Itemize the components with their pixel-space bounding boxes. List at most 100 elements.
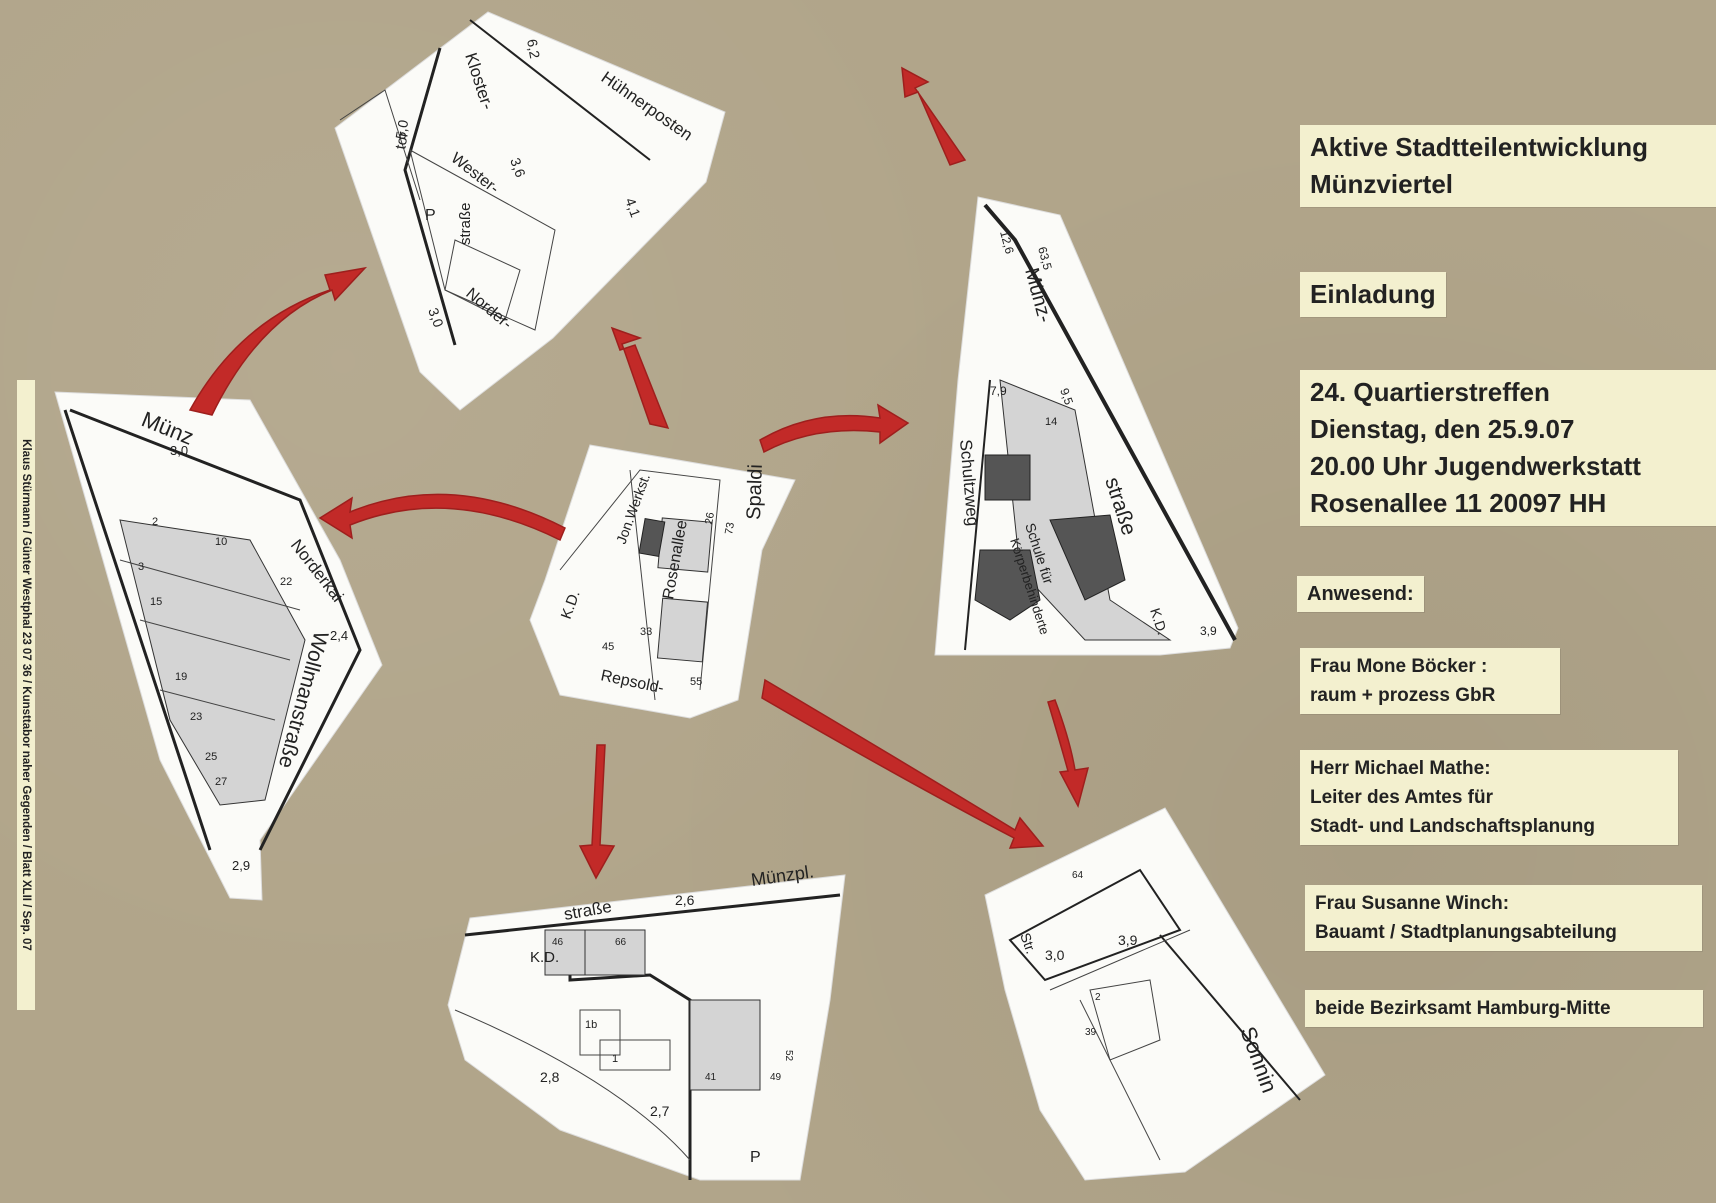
map-label-parking: P bbox=[425, 207, 436, 224]
arrows bbox=[188, 66, 1090, 880]
map-center-street-1 bbox=[559, 469, 721, 691]
map-br-block bbox=[1008, 868, 1182, 982]
map-center-dark-block bbox=[638, 517, 666, 558]
map-number-14: 14 bbox=[1045, 416, 1057, 428]
map-number-23: 23 bbox=[190, 711, 202, 723]
map-br-street-1 bbox=[1159, 934, 1301, 1101]
map-paper-top bbox=[334, 11, 726, 411]
map-number-45: 45 bbox=[602, 641, 614, 653]
person2-label: Herr Michael Mathe: Leiter des Amtes für… bbox=[1300, 750, 1678, 845]
map-label-spaldi: Spaldi bbox=[743, 464, 767, 520]
map-number-7-9: 7,9 bbox=[990, 384, 1007, 398]
map-number-63-5: 63,5 bbox=[1035, 245, 1055, 271]
title-line-2: Münzviertel bbox=[1310, 169, 1454, 199]
map-right-dark-block-1 bbox=[984, 454, 1031, 501]
map-left-edge-1 bbox=[63, 409, 212, 851]
map-number-19: 19 bbox=[175, 671, 187, 683]
map-number-3-9-right: 3,9 bbox=[1200, 624, 1217, 638]
map-br-building bbox=[1089, 979, 1161, 1061]
map-number-2-9: 2,9 bbox=[232, 858, 250, 873]
map-number-39: 39 bbox=[1085, 1027, 1097, 1038]
side-credit-strip bbox=[17, 380, 35, 1010]
einladung-label: Einladung bbox=[1300, 272, 1446, 317]
map-number-49: 49 bbox=[770, 1072, 782, 1083]
map-bottom-curve bbox=[454, 1009, 691, 1161]
map-fragment-left: Münz Norderkai Wollmanstraße 2 10 3 15 2… bbox=[54, 391, 383, 901]
map-paper-center bbox=[529, 444, 796, 719]
person2-line-1: Herr Michael Mathe: bbox=[1310, 758, 1491, 779]
person1-label: Frau Mone Böcker : raum + prozess GbR bbox=[1300, 648, 1560, 714]
map-number-55: 55 bbox=[690, 676, 702, 688]
map-fragment-top: Hühnerposten Kloster- tor Wester- straße… bbox=[334, 11, 726, 411]
meeting-line-2: Dienstag, den 25.9.07 bbox=[1310, 414, 1575, 444]
person3-line-2: Bauamt / Stadtplanungsabteilung bbox=[1315, 922, 1617, 943]
map-right-edge-1 bbox=[983, 203, 1237, 641]
side-credit-text: Klaus Stürmann / Günter Westphal 23 07 3… bbox=[20, 439, 32, 951]
map-number-22: 22 bbox=[280, 576, 292, 588]
person2-line-3: Stadt- und Landschaftsplanung bbox=[1310, 816, 1595, 837]
einladung-text: Einladung bbox=[1310, 279, 1436, 309]
map-number-2-br: 2 bbox=[1095, 992, 1101, 1003]
map-paper-right bbox=[934, 196, 1239, 656]
person3-line-1: Frau Susanne Winch: bbox=[1315, 893, 1510, 914]
map-left-edge-2 bbox=[69, 408, 362, 851]
map-number-12-6: 12,6 bbox=[997, 229, 1017, 255]
meeting-label: 24. Quartierstreffen Dienstag, den 25.9.… bbox=[1300, 370, 1716, 526]
map-number-73: 73 bbox=[723, 521, 737, 535]
map-street-top-3 bbox=[339, 89, 421, 201]
map-number-26: 26 bbox=[703, 511, 717, 525]
map-number-4-1: 4,1 bbox=[622, 196, 644, 220]
map-center-block-2 bbox=[656, 597, 709, 663]
arrow-center-down bbox=[578, 744, 616, 880]
map-bottom-block-1 bbox=[544, 929, 586, 976]
map-left-block-area bbox=[119, 519, 306, 806]
map-number-2-7: 2,7 bbox=[650, 1103, 670, 1119]
anwesend-text: Anwesend: bbox=[1307, 583, 1414, 605]
map-number-46: 46 bbox=[552, 937, 564, 948]
map-left-line-2 bbox=[139, 619, 291, 661]
map-street-top-1 bbox=[403, 47, 457, 346]
meeting-line-4: Rosenallee 11 20097 HH bbox=[1310, 488, 1607, 518]
map-number-27: 27 bbox=[215, 776, 227, 788]
map-paper-bottom-right bbox=[984, 807, 1326, 1181]
map-label-tor: tor bbox=[392, 130, 412, 150]
map-number-3-6: 3,6 bbox=[507, 156, 529, 180]
map-bottom-block-3 bbox=[689, 999, 761, 1091]
arrow-up-right-top bbox=[901, 66, 967, 166]
map-left-line-3 bbox=[159, 689, 276, 721]
arrow-center-to-right bbox=[759, 403, 910, 454]
map-number-2-6: 2,6 bbox=[675, 892, 695, 908]
map-br-street-3 bbox=[1079, 999, 1161, 1161]
map-bottom-block-2 bbox=[584, 929, 646, 976]
map-number-2: 2 bbox=[152, 516, 158, 528]
map-block-top-1 bbox=[409, 149, 556, 331]
person1-line-2: raum + prozess GbR bbox=[1310, 685, 1496, 706]
map-number-1: 1 bbox=[612, 1053, 618, 1065]
arrow-left-to-top bbox=[188, 266, 368, 416]
map-bottom-block-5 bbox=[599, 1039, 671, 1071]
person1-line-1: Frau Mone Böcker : bbox=[1310, 656, 1488, 677]
title-line-1: Aktive Stadtteilentwicklung bbox=[1310, 132, 1649, 162]
map-number-1b: 1b bbox=[585, 1019, 597, 1031]
person3-label: Frau Susanne Winch: Bauamt / Stadtplanun… bbox=[1305, 885, 1702, 951]
map-number-3-0-left: 3,0 bbox=[170, 443, 188, 458]
arrow-center-to-up bbox=[610, 326, 670, 430]
map-paper-bottom bbox=[447, 874, 846, 1181]
map-fragment-bottom-right: Str. Sonnin 3,0 3,9 64 2 39 bbox=[984, 807, 1326, 1181]
map-label-strasse: straße bbox=[457, 202, 474, 245]
footer-note-label: beide Bezirksamt Hamburg-Mitte bbox=[1305, 990, 1703, 1027]
map-number-15: 15 bbox=[150, 596, 162, 608]
map-street-top-2 bbox=[469, 19, 651, 161]
map-number-3: 3 bbox=[138, 561, 144, 573]
map-number-25: 25 bbox=[205, 751, 217, 763]
map-number-9-5: 9,5 bbox=[1057, 386, 1076, 407]
map-right-edge-2 bbox=[964, 379, 991, 651]
map-number-66: 66 bbox=[615, 937, 627, 948]
map-fragment-bottom: straße Münzpl. K.D. P 2,6 46 66 1b 1 2,8… bbox=[447, 861, 846, 1181]
person2-line-2: Leiter des Amtes für bbox=[1310, 787, 1494, 808]
map-right-dark-block-3 bbox=[1049, 514, 1126, 601]
footer-note-text: beide Bezirksamt Hamburg-Mitte bbox=[1315, 998, 1611, 1019]
map-left-line-1 bbox=[119, 559, 301, 611]
map-number-2-4: 2,4 bbox=[330, 628, 348, 643]
